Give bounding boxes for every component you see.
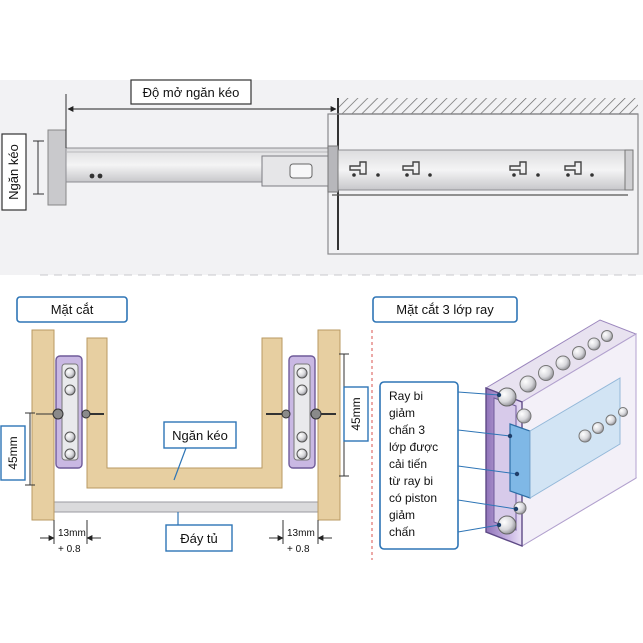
outer-rail: [329, 149, 631, 191]
slide-left: [36, 355, 104, 469]
height-left-box: [0, 425, 26, 481]
cabinet-side-left: [31, 329, 55, 521]
drawer-front-panel: [47, 129, 67, 206]
cross-section-title-box: [16, 296, 128, 323]
gap-right-main: 13mm: [287, 528, 315, 539]
rail3-desc: Ray bi giảm chấn 3 lớp được cải tiến từ …: [389, 389, 438, 539]
opening-label-box: [130, 79, 252, 105]
rail3-pointers: [457, 391, 518, 533]
cabinet-wall-hatch: [338, 98, 638, 114]
bottom-label: Đáy tủ: [180, 531, 218, 546]
rail3-desc-line: chấn: [389, 525, 415, 539]
height-right-box: [343, 386, 369, 442]
cabinet-side-right: [317, 329, 341, 521]
drawer-label-box: [163, 421, 237, 449]
gap-left-main: 13mm: [58, 528, 86, 539]
rail3-desc-line: Ray bi: [389, 389, 423, 403]
drawer-label: Ngăn kéo: [172, 428, 228, 443]
rail-slots: [349, 161, 582, 175]
rail3-desc-line: giảm: [389, 508, 415, 522]
drawer-height-label-box: [1, 133, 27, 211]
drawer-height-label: Ngăn kéo: [6, 144, 21, 200]
rail3-desc-line: từ ray bi: [389, 474, 433, 488]
gap-left-tol: + 0.8: [58, 544, 81, 555]
cabinet-bottom-panel: [51, 501, 331, 513]
rail3-balls-top: [497, 330, 613, 407]
drawer-body: [86, 337, 283, 489]
rail3-desc-line: chấn 3: [389, 423, 425, 437]
height-right-label: 45mm: [349, 397, 363, 430]
slide-right: [266, 355, 336, 469]
rail3-body: [484, 319, 638, 548]
rail3-desc-line: có piston: [389, 491, 437, 505]
cross-section-title: Mặt cắt: [51, 302, 94, 317]
rail3-desc-box: [379, 381, 459, 550]
rail3-desc-line: lớp được: [389, 440, 438, 454]
rail3-desc-line: cải tiến: [389, 457, 427, 471]
opening-label: Độ mở ngăn kéo: [143, 85, 240, 100]
gap-right-tol: + 0.8: [287, 544, 310, 555]
three-layer-rail-view: Mặt cắt 3 lớp ray: [372, 296, 638, 550]
rail3-title-box: [372, 296, 518, 323]
cross-section-view: Mặt cắt: [0, 296, 369, 555]
rail3-balls-middle: [516, 407, 628, 443]
rail3-desc-line: giảm: [389, 406, 415, 420]
rail3-title: Mặt cắt 3 lớp ray: [396, 302, 494, 317]
height-left-label: 45mm: [6, 436, 20, 469]
bottom-label-box: [165, 524, 233, 552]
top-side-view: Độ mở ngăn kéo Ngăn kéo: [0, 79, 643, 276]
